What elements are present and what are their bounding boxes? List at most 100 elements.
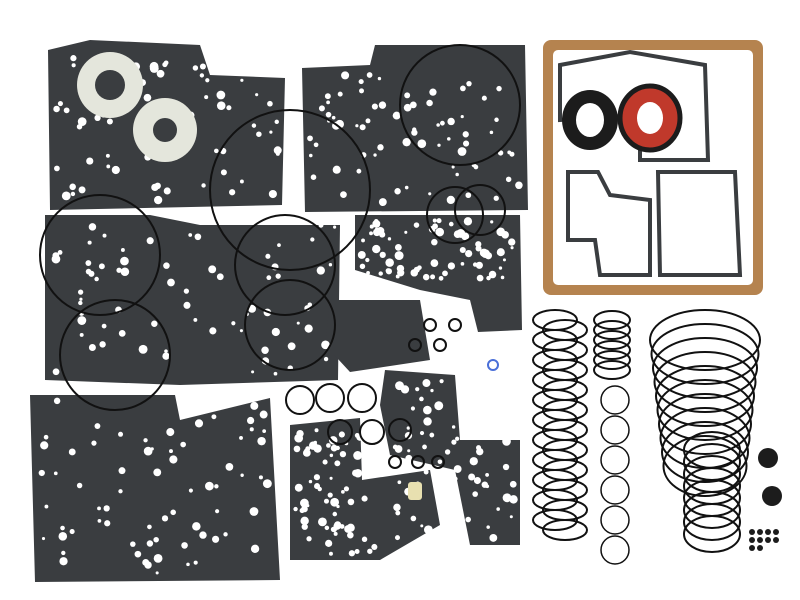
gasket-hole bbox=[186, 562, 190, 567]
gasket-hole bbox=[216, 101, 226, 110]
gasket-hole bbox=[143, 438, 148, 443]
gasket-hole bbox=[359, 88, 364, 94]
gasket-hole bbox=[215, 509, 220, 514]
gasket-hole bbox=[420, 524, 424, 528]
o-ring bbox=[359, 419, 385, 445]
thin-gasket bbox=[655, 170, 743, 277]
gasket-hole bbox=[240, 78, 244, 82]
gasket-hole bbox=[475, 381, 482, 388]
gasket-hole bbox=[439, 379, 444, 384]
gasket-hole bbox=[188, 233, 193, 237]
gasket-hole bbox=[419, 396, 424, 402]
small-o-ring bbox=[765, 537, 771, 543]
gasket-hole bbox=[489, 130, 494, 135]
small-o-ring bbox=[757, 529, 763, 535]
small-o-ring bbox=[749, 529, 755, 535]
gasket-hole bbox=[94, 114, 101, 122]
gasket-hole bbox=[323, 498, 329, 504]
gasket-hole bbox=[269, 130, 273, 134]
gasket-hole bbox=[94, 276, 99, 282]
o-ring bbox=[600, 535, 630, 565]
gasket-hole bbox=[333, 225, 337, 229]
thin-gasket bbox=[566, 170, 652, 277]
gasket-hole bbox=[453, 476, 458, 482]
gasket-hole bbox=[378, 101, 387, 109]
gasket-hole bbox=[71, 63, 76, 68]
gasket-hole bbox=[44, 504, 49, 509]
gasket-hole bbox=[85, 260, 92, 266]
gasket-hole bbox=[457, 147, 467, 156]
sealing-ring bbox=[532, 509, 578, 531]
small-o-ring bbox=[749, 537, 755, 543]
sealing-ring bbox=[593, 320, 631, 340]
gasket-hole bbox=[413, 266, 420, 273]
gasket-hole bbox=[76, 123, 83, 130]
gasket-hole bbox=[430, 274, 436, 280]
gasket-hole bbox=[394, 535, 400, 541]
gasket-hole bbox=[155, 571, 159, 575]
gasket-hole bbox=[105, 153, 110, 158]
gasket-hole bbox=[78, 300, 83, 306]
gasket-hole bbox=[324, 93, 331, 100]
gasket-hole bbox=[317, 486, 322, 492]
gasket-sheet bbox=[290, 418, 440, 560]
gasket-hole bbox=[404, 92, 411, 99]
gasket-hole bbox=[423, 417, 432, 426]
gasket-hole bbox=[194, 419, 204, 428]
gasket-hole bbox=[239, 329, 243, 333]
gasket-hole bbox=[500, 275, 505, 280]
gasket-hole bbox=[77, 289, 84, 295]
gasket-hole bbox=[214, 484, 219, 489]
gasket-hole bbox=[249, 427, 254, 432]
o-ring bbox=[653, 351, 757, 413]
gasket-hole bbox=[341, 71, 350, 80]
gasket-hole bbox=[489, 398, 495, 404]
gasket-hole bbox=[377, 76, 382, 81]
gasket-hole bbox=[456, 228, 466, 238]
gasket-hole bbox=[321, 340, 330, 350]
gasket-hole bbox=[188, 488, 193, 493]
gasket-hole bbox=[261, 357, 270, 365]
gasket-hole bbox=[255, 93, 259, 97]
gasket-hole bbox=[379, 251, 386, 258]
o-ring bbox=[285, 385, 315, 415]
gasket-hole bbox=[447, 117, 455, 126]
gasket-hole bbox=[53, 105, 60, 113]
gasket-hole bbox=[434, 401, 444, 411]
gasket-hole bbox=[239, 179, 244, 184]
gasket-hole bbox=[104, 520, 111, 527]
gasket-hole bbox=[94, 423, 101, 429]
gasket-hole bbox=[343, 486, 350, 492]
gasket-hole bbox=[262, 479, 272, 489]
gasket-hole bbox=[308, 153, 313, 158]
gasket-hole bbox=[354, 433, 360, 438]
gasket-hole bbox=[460, 262, 465, 266]
gasket-hole bbox=[216, 273, 224, 281]
gasket-hole bbox=[429, 432, 435, 438]
gasket-hole bbox=[212, 535, 220, 543]
gasket-hole bbox=[460, 85, 466, 92]
gasket-hole bbox=[395, 510, 401, 516]
gasket-hole bbox=[208, 265, 217, 274]
o-ring bbox=[683, 503, 741, 541]
gasket-hole bbox=[223, 532, 228, 537]
gasket-hole bbox=[423, 469, 429, 475]
gasket-hole bbox=[106, 118, 113, 125]
gasket-hole bbox=[85, 268, 92, 275]
small-o-ring bbox=[773, 537, 779, 543]
gasket-hole bbox=[438, 275, 444, 281]
o-ring bbox=[399, 44, 521, 166]
gasket-hole bbox=[199, 63, 206, 70]
gasket-hole bbox=[359, 124, 366, 131]
gasket-hole bbox=[156, 69, 165, 78]
gasket-hole bbox=[475, 245, 482, 252]
gasket-hole bbox=[329, 453, 334, 458]
gasket-hole bbox=[275, 273, 281, 279]
gasket-hole bbox=[43, 434, 49, 440]
small-o-ring bbox=[765, 529, 771, 535]
gasket-hole bbox=[77, 117, 87, 127]
gasket-hole bbox=[480, 403, 488, 412]
gasket-hole bbox=[365, 448, 373, 456]
gasket-hole bbox=[326, 100, 330, 105]
o-ring bbox=[600, 445, 630, 475]
